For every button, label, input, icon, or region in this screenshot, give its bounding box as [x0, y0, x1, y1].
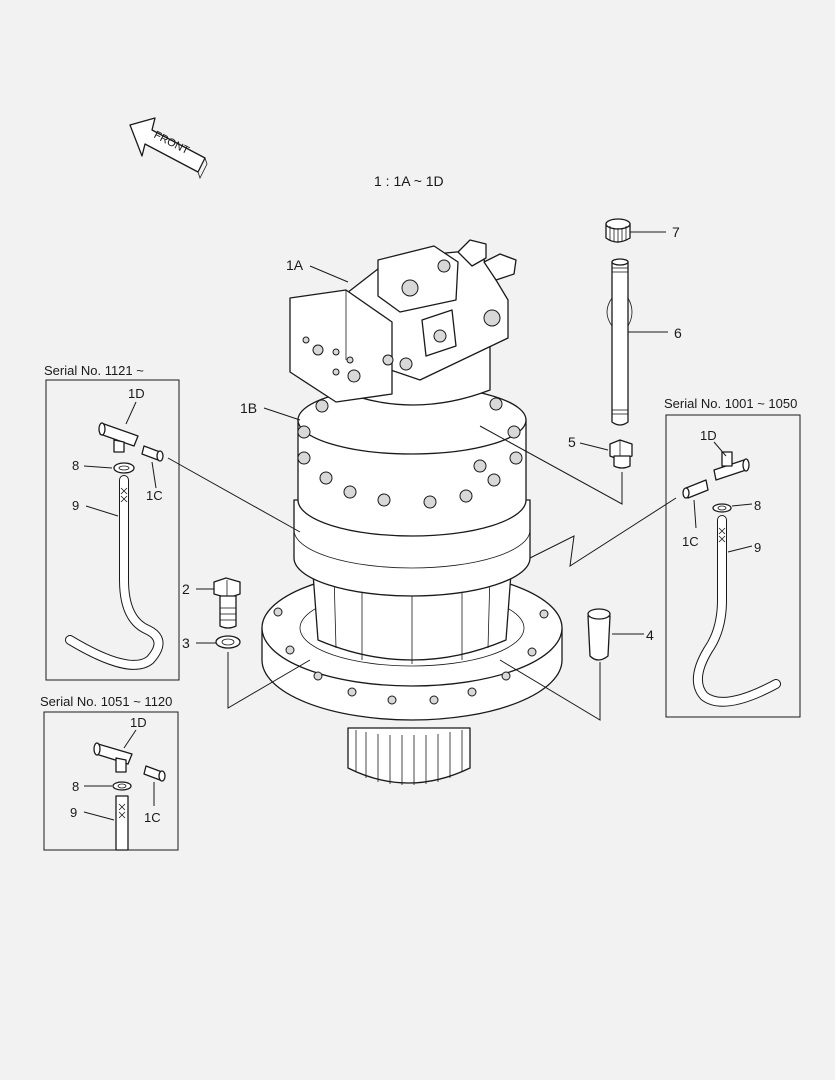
leader-lines [167, 231, 677, 721]
inset-1121-label-1c: 1C [146, 488, 163, 503]
hydraulic-motor-1a [289, 239, 517, 406]
bolt-part-2 [213, 577, 241, 629]
swing-motor-assembly [261, 239, 563, 785]
callout-7: 7 [672, 224, 680, 240]
plug-part-5 [609, 439, 633, 469]
inset-1001-title: Serial No. 1001 ~ 1050 [664, 396, 797, 411]
front-arrow-icon: FRONT [129, 117, 208, 180]
inset-1121-label-8: 8 [72, 458, 79, 473]
inset-serial-1001: Serial No. 1001 ~ 1050 1D 1C 8 9 [664, 396, 801, 718]
pin-part-4 [587, 608, 611, 661]
callout-4: 4 [646, 627, 654, 643]
inset-1121-label-9: 9 [72, 498, 79, 513]
callout-2: 2 [182, 581, 190, 597]
callout-1b: 1B [240, 400, 257, 416]
callout-5: 5 [568, 434, 576, 450]
diagram-title: 1 : 1A ~ 1D [374, 173, 444, 189]
callout-3: 3 [182, 635, 190, 651]
inset-1051-label-1c: 1C [144, 810, 161, 825]
inset-1121-label-1d: 1D [128, 386, 145, 401]
gearbox-body-1b [297, 385, 527, 537]
callout-6: 6 [674, 325, 682, 341]
callout-1a: 1A [286, 257, 304, 273]
inset-1051-label-1d: 1D [130, 715, 147, 730]
inset-1001-label-8: 8 [754, 498, 761, 513]
cap-part-7 [605, 218, 631, 243]
inset-1051-title: Serial No. 1051 ~ 1120 [40, 694, 172, 709]
inset-1001-label-1c: 1C [682, 534, 699, 549]
inset-1051-label-9: 9 [70, 805, 77, 820]
washer-part-3 [215, 635, 241, 649]
inset-1001-label-9: 9 [754, 540, 761, 555]
inset-1001-label-1d: 1D [700, 428, 717, 443]
pipe-part-6 [606, 258, 633, 426]
inset-serial-1121: Serial No. 1121 ~ 1D 1C 8 9 [44, 363, 180, 681]
inset-serial-1051: Serial No. 1051 ~ 1120 1D 1C 8 9 [40, 694, 179, 851]
pinion-gear [347, 727, 471, 785]
inset-1051-label-8: 8 [72, 779, 79, 794]
inset-1121-title: Serial No. 1121 ~ [44, 363, 144, 378]
